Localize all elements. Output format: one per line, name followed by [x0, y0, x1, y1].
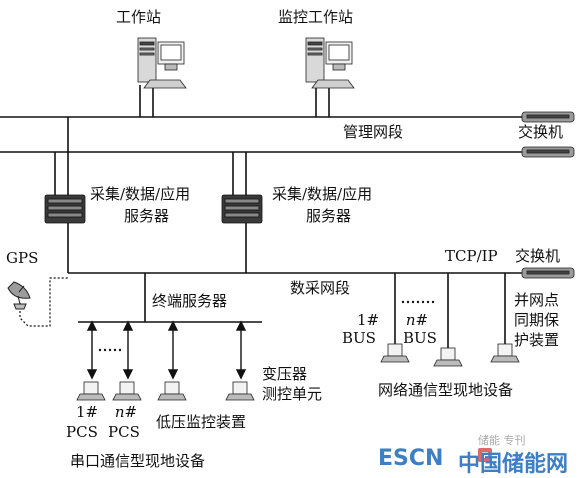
bus-1-number: 1#	[356, 311, 380, 329]
pcs-n-terminal-icon	[112, 381, 142, 401]
workstation-icon	[137, 37, 187, 89]
sync-device-line1: 并网点	[514, 291, 560, 309]
terminal-server-label: 终端服务器	[152, 292, 228, 310]
sync-device-line3: 护装置	[514, 331, 560, 349]
gps-label: GPS	[6, 249, 39, 267]
acquisition-network-label: 数采网段	[290, 279, 351, 297]
switch-icon	[521, 111, 575, 123]
low-voltage-monitor-label: 低压监控装置	[156, 413, 247, 431]
pcs-n-label: PCS	[108, 423, 140, 441]
server-2-label-line1: 采集/数据/应用	[272, 185, 373, 203]
transformer-unit-line2: 测控单元	[262, 385, 323, 403]
server-icon	[44, 194, 86, 224]
pcs-1-terminal-icon	[76, 381, 106, 401]
monitoring-workstation-icon	[305, 37, 355, 89]
watermark-faint: 储能 专刊	[478, 434, 526, 447]
pcs-n-number: n#	[114, 403, 138, 421]
server-1-label-line1: 采集/数据/应用	[90, 185, 191, 203]
switch-icon	[521, 146, 575, 158]
monitoring-workstation-label: 监控工作站	[278, 8, 354, 26]
watermark-brand: ESCN	[378, 446, 444, 471]
transformer-unit-line1: 变压器	[262, 365, 308, 383]
switch-label-management: 交换机	[518, 123, 564, 141]
bus-1-label: BUS	[342, 329, 376, 347]
bus-n-label: BUS	[403, 329, 437, 347]
switch-icon	[521, 267, 575, 279]
bus-1-terminal-icon	[380, 343, 410, 363]
watermark-site: 中国储能网	[458, 452, 569, 477]
pcs-1-number: 1#	[76, 403, 99, 421]
sync-device-line2: 同期保	[514, 311, 560, 329]
workstation-label: 工作站	[116, 8, 162, 26]
management-network-label: 管理网段	[343, 123, 404, 141]
server-icon	[221, 194, 263, 224]
switch-label-acquisition: 交换机	[515, 247, 561, 265]
server-1-label-line2: 服务器	[124, 207, 170, 225]
network-device-group-label: 网络通信型现地设备	[378, 381, 514, 399]
gps-antenna-icon	[7, 281, 31, 310]
serial-device-group-label: 串口通信型现地设备	[70, 452, 206, 470]
server-2-label-line2: 服务器	[306, 207, 352, 225]
watermark-emblem-icon	[478, 448, 492, 462]
bus-n-terminal-icon	[433, 347, 463, 367]
pcs-1-label: PCS	[66, 423, 98, 441]
tcpip-label: TCP/IP	[445, 247, 498, 265]
bus-n-number: n#	[405, 311, 429, 329]
low-voltage-monitor-terminal-icon	[157, 381, 187, 401]
sync-protection-terminal-icon	[490, 343, 520, 363]
transformer-unit-terminal-icon	[225, 381, 255, 401]
